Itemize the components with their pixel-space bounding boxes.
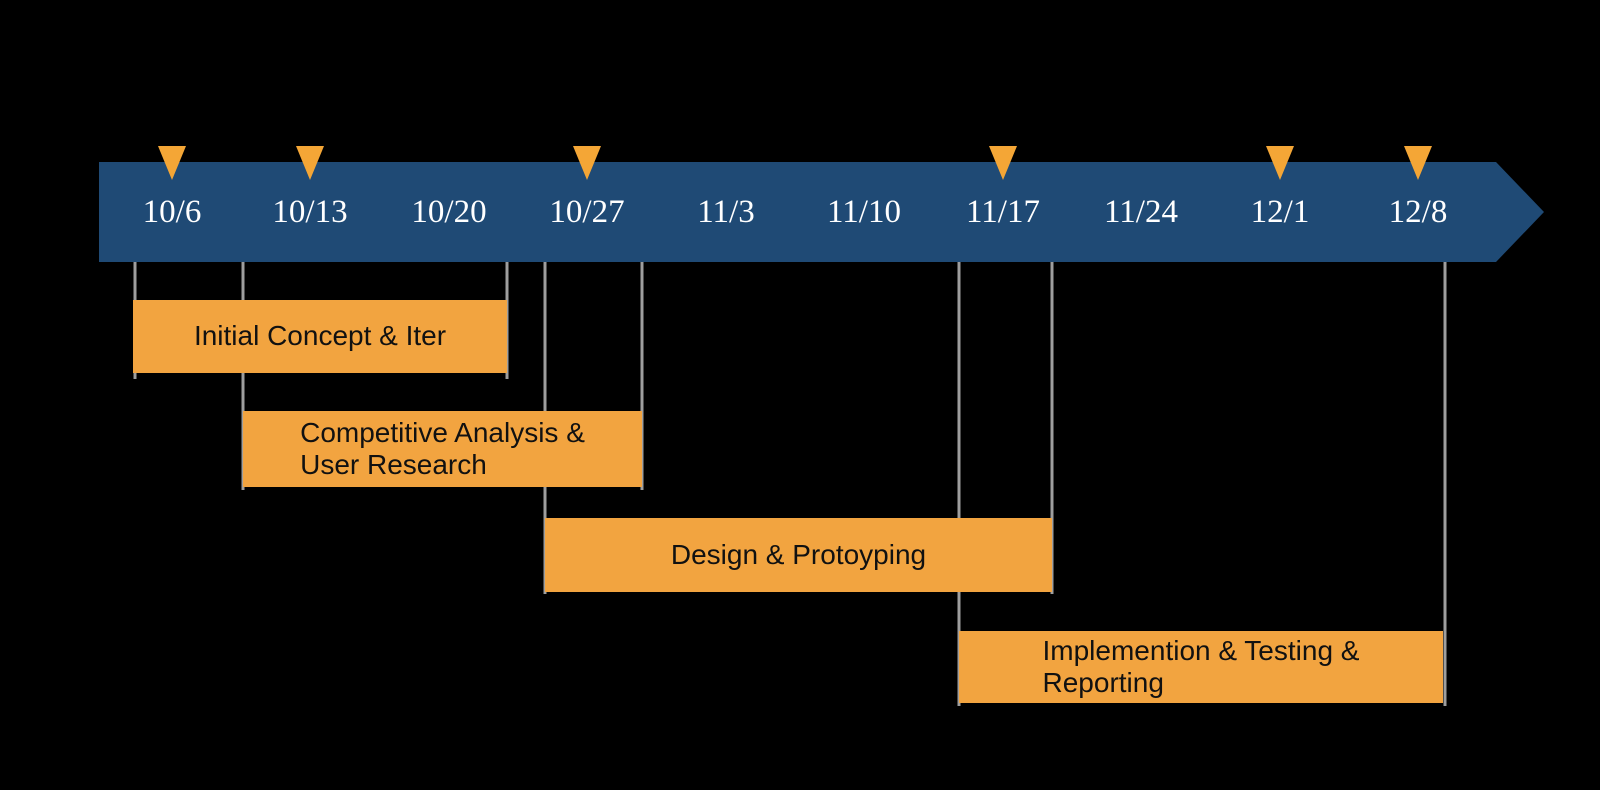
date-label: 12/1 [1250, 194, 1310, 230]
milestone-triangle-icon [296, 146, 324, 180]
date-label: 10/20 [411, 194, 487, 230]
milestone-triangle-icon [1404, 146, 1432, 180]
date-label: 12/8 [1388, 194, 1448, 230]
date-label: 11/3 [697, 194, 755, 230]
connector-line [640, 262, 644, 490]
task-bar-initial-concept: Initial Concept & Iter [133, 300, 507, 373]
date-label: 11/10 [827, 194, 901, 230]
timeline-arrow-head-icon [1496, 162, 1544, 262]
task-bar-implementation-testing: Implemention & Testing & Reporting [959, 631, 1443, 703]
date-label: 10/13 [272, 194, 348, 230]
connector-line [505, 262, 509, 379]
milestone-triangle-icon [573, 146, 601, 180]
date-label: 11/24 [1104, 194, 1178, 230]
task-bar-label: Competitive Analysis & User Research [300, 416, 585, 480]
connector-line [957, 262, 961, 706]
date-label: 10/27 [549, 194, 625, 230]
connector-line [1050, 262, 1054, 594]
task-bar-label: Implemention & Testing & Reporting [1042, 634, 1360, 698]
date-label: 11/17 [966, 194, 1040, 230]
milestone-triangle-icon [158, 146, 186, 180]
connector-line [241, 262, 245, 490]
task-bar-label: Design & Protoyping [670, 538, 927, 570]
milestone-triangle-icon [989, 146, 1017, 180]
milestone-triangle-icon [1266, 146, 1294, 180]
timeline-banner [99, 162, 1496, 262]
task-bar-design-prototyping: Design & Protoyping [545, 518, 1052, 592]
date-label: 10/6 [142, 194, 202, 230]
connector-line [1443, 262, 1447, 706]
task-bar-competitive-analysis: Competitive Analysis & User Research [243, 411, 642, 487]
task-bar-label: Initial Concept & Iter [193, 320, 447, 352]
